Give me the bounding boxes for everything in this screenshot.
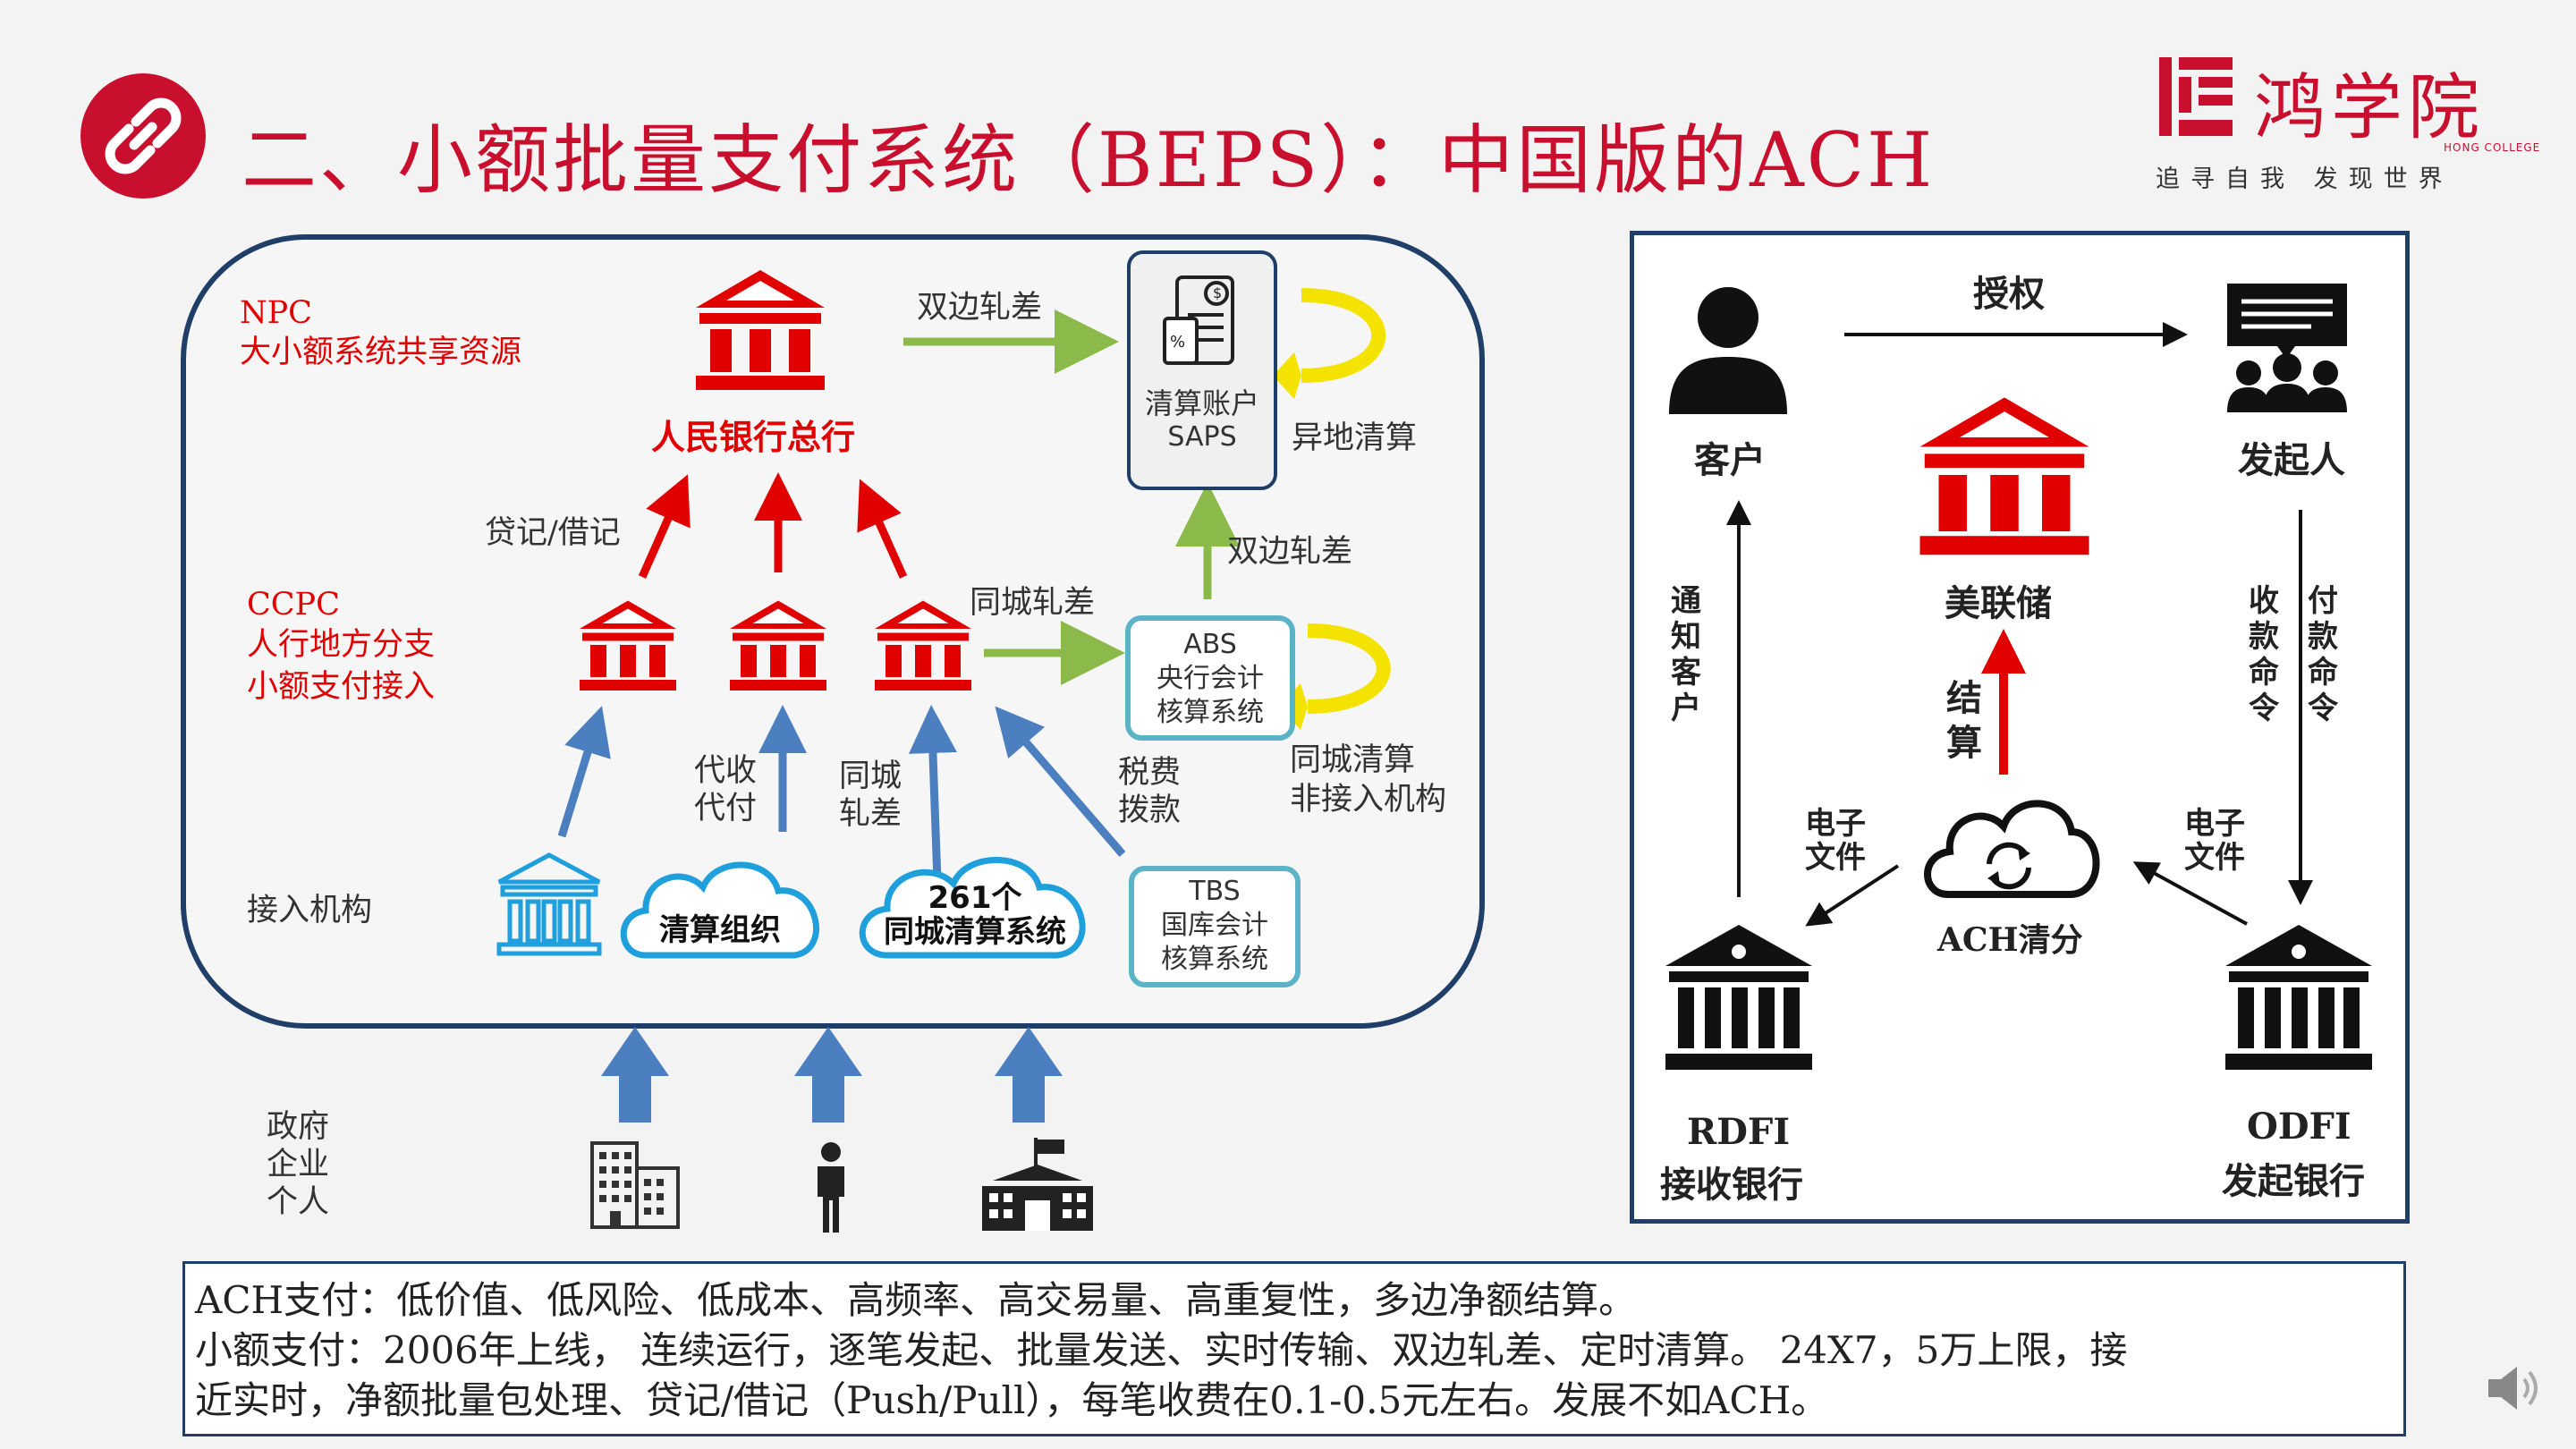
rdfi-bank-icon bbox=[1660, 921, 1818, 1077]
originator-label: 发起人 bbox=[2238, 439, 2345, 481]
abs-box: ABS 央行会计 核算系统 bbox=[1125, 615, 1295, 741]
npc-label: NPC bbox=[240, 295, 312, 331]
npc-desc: 大小额系统共享资源 bbox=[240, 335, 522, 370]
collect-command-label: 收款命令 bbox=[2249, 583, 2279, 726]
svg-text:%: % bbox=[1170, 333, 1185, 352]
college-logo-icon bbox=[2156, 54, 2236, 140]
ccpc-bank-icon-3 bbox=[869, 595, 977, 699]
tbs-label-1: TBS bbox=[1189, 876, 1241, 907]
link-icon bbox=[80, 73, 206, 199]
pbc-hq-bank-icon bbox=[689, 267, 832, 395]
saps-label-1: 清算账户 bbox=[1144, 386, 1259, 420]
collect-label-2: 代付 bbox=[694, 791, 758, 826]
odfi-bank-icon bbox=[2220, 921, 2377, 1077]
college-logo-en: HONG COLLEGE bbox=[2444, 141, 2541, 154]
fed-bank-icon bbox=[1911, 390, 2098, 564]
ccpc-desc-1: 人行地方分支 bbox=[247, 627, 436, 663]
loop-same-city-icon bbox=[1307, 623, 1391, 714]
remote-clearing-label: 异地清算 bbox=[1292, 420, 1418, 456]
ccpc-bank-icon-2 bbox=[724, 595, 832, 699]
ach-arrows-layer bbox=[1726, 322, 2313, 927]
originator-icon bbox=[2222, 280, 2352, 418]
odfi-desc: 发起银行 bbox=[2222, 1160, 2365, 1202]
svg-text:$: $ bbox=[1213, 284, 1222, 301]
collect-label-1: 代收 bbox=[694, 753, 758, 789]
rdfi-desc: 接收银行 bbox=[1660, 1164, 1803, 1206]
debit-credit-label: 贷记/借记 bbox=[485, 515, 621, 551]
access-bank-icon bbox=[494, 850, 605, 962]
tax-arrow bbox=[995, 706, 1126, 857]
tbs-box: TBS 国库会计 核算系统 bbox=[1129, 866, 1301, 987]
access-arrow-1 bbox=[557, 706, 611, 838]
college-slogan: 追寻自我 发现世界 bbox=[2156, 165, 2453, 193]
odfi-label: ODFI bbox=[2247, 1106, 2351, 1148]
fed-label: 美联储 bbox=[1945, 582, 2052, 624]
debit-credit-arrow-1 bbox=[638, 474, 691, 579]
user-gov-label: 政府 bbox=[267, 1109, 330, 1145]
debit-credit-arrow-3 bbox=[857, 479, 908, 579]
bilateral-top-label: 双边轧差 bbox=[917, 290, 1043, 326]
same-city-netting-label: 同城轧差 bbox=[970, 585, 1096, 621]
settlement-label: 结算 bbox=[1946, 677, 1982, 764]
clearing-org-label: 清算组织 bbox=[659, 912, 781, 948]
beps-arrows-layer bbox=[557, 288, 1391, 1123]
tbs-label-2: 国库会计 bbox=[1161, 910, 1268, 941]
city-clearing-cloud bbox=[848, 848, 1104, 970]
summary-box bbox=[182, 1261, 2406, 1436]
saps-label-2: SAPS bbox=[1167, 421, 1237, 453]
tax-label-2: 拨款 bbox=[1118, 792, 1182, 828]
pbc-hq-label: 人民银行总行 bbox=[651, 418, 856, 457]
government-building-icon bbox=[979, 1136, 1097, 1236]
city-clearing-count: 261个 bbox=[928, 880, 1022, 916]
same-city-clearing-label-1: 同城清算 bbox=[1290, 742, 1416, 778]
abs-label-1: ABS bbox=[1183, 629, 1237, 660]
rdfi-label: RDFI bbox=[1687, 1111, 1791, 1153]
ccpc-desc-2: 小额支付接入 bbox=[247, 669, 436, 705]
same-city-label-2: 轧差 bbox=[839, 796, 902, 832]
authorize-label: 授权 bbox=[1973, 273, 2045, 315]
ccpc-bank-icon-1 bbox=[574, 595, 682, 699]
summary-line-2: 小额支付：2006年上线， 连续运行，逐笔发起、批量发送、实时传输、双边轧差、定… bbox=[195, 1328, 2128, 1372]
saps-box: $ % 清算账户 SAPS bbox=[1127, 250, 1277, 490]
office-building-icon bbox=[585, 1134, 683, 1234]
clearing-org-cloud bbox=[610, 852, 834, 970]
user-enterprise-label: 企业 bbox=[267, 1147, 330, 1182]
tbs-label-3: 核算系统 bbox=[1161, 944, 1268, 975]
customer-icon bbox=[1665, 282, 1791, 419]
same-city-clearing-label-2: 非接入机构 bbox=[1290, 782, 1447, 818]
ach-cloud-icon bbox=[1916, 785, 2100, 907]
access-arrow-3 bbox=[908, 705, 957, 882]
loop-remote-icon bbox=[1301, 288, 1386, 383]
abs-label-3: 核算系统 bbox=[1157, 697, 1264, 728]
e-file-left-label: 电子文件 bbox=[1805, 806, 1866, 876]
user-person-label: 个人 bbox=[267, 1184, 330, 1220]
access-institution-label: 接入机构 bbox=[247, 893, 373, 928]
page-title: 二、小额批量支付系统（BEPS）：中国版的ACH bbox=[242, 116, 1936, 204]
ledger-icon: $ % bbox=[1163, 275, 1234, 365]
pay-command-label: 付款命令 bbox=[2308, 583, 2338, 726]
tax-label-1: 税费 bbox=[1118, 755, 1182, 791]
abs-label-2: 央行会计 bbox=[1157, 663, 1264, 694]
ach-clearing-label: ACH清分 bbox=[1937, 921, 2083, 959]
summary-line-1: ACH支付：低价值、低风险、低成本、高频率、高交易量、高重复性，多边净额结算。 bbox=[195, 1278, 1637, 1322]
speaker-icon[interactable] bbox=[2483, 1361, 2544, 1419]
person-icon bbox=[809, 1141, 853, 1238]
same-city-label-1: 同城 bbox=[839, 758, 902, 794]
summary-line-3: 近实时，净额批量包处理、贷记/借记（Push/Pull），每笔收费在0.1-0.… bbox=[195, 1378, 1829, 1422]
e-file-right-label: 电子文件 bbox=[2184, 806, 2245, 876]
notify-customer-label: 通知客户 bbox=[1671, 583, 1701, 726]
customer-label: 客户 bbox=[1694, 439, 1766, 481]
ccpc-label: CCPC bbox=[247, 587, 340, 623]
city-clearing-label: 同城清算系统 bbox=[884, 914, 1066, 950]
college-logo-text: 鸿学院 bbox=[2254, 66, 2485, 149]
input-up-arrows bbox=[601, 1027, 1063, 1123]
bilateral-mid-label: 双边轧差 bbox=[1227, 534, 1353, 570]
